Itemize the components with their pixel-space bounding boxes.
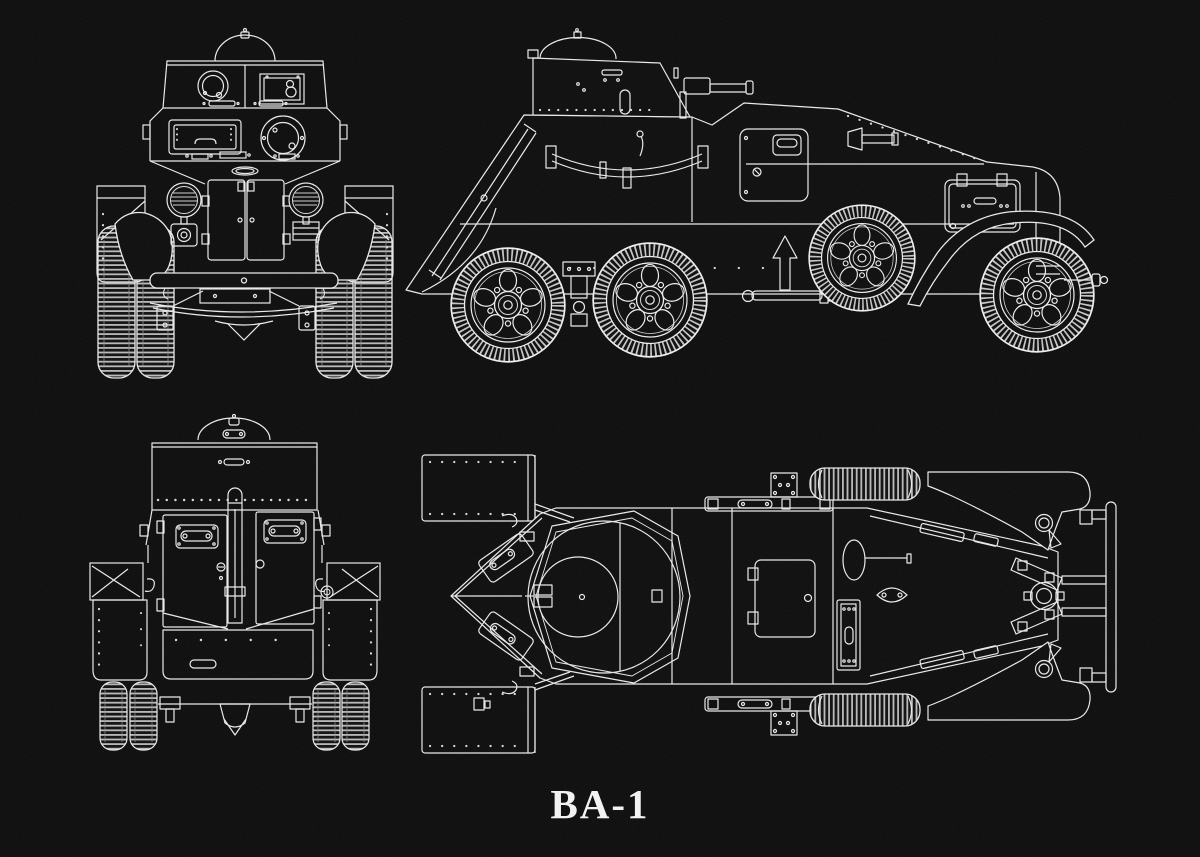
turret-dome-rear [197, 413, 271, 441]
rear-axle [158, 696, 312, 736]
turret-dome [214, 27, 276, 62]
side-view-drawing [405, 28, 1109, 378]
front-view-drawing [95, 27, 395, 379]
fender-bracket-top [1079, 509, 1093, 525]
fender-bracket-bottom [1079, 667, 1093, 683]
page-title: BA-1 [550, 781, 650, 827]
rear-fender-top-plan [421, 454, 536, 528]
rear-door-left [156, 514, 228, 628]
rear-wheels [99, 681, 370, 751]
turret-front [162, 60, 328, 109]
front-bumper [149, 272, 339, 300]
rear-fender-bottom-plan [421, 680, 536, 754]
top-view-drawing [421, 454, 1117, 754]
center-post [224, 487, 246, 624]
front-frame-horns [1061, 575, 1107, 617]
lower-apron [162, 629, 314, 680]
hull-mid-band [142, 107, 348, 162]
front-bumper-plan [1091, 501, 1117, 693]
rear-view-drawing [88, 413, 382, 751]
turret-rear-plate [151, 442, 318, 511]
turret-side [527, 28, 691, 118]
rear-door-right [255, 511, 322, 625]
front-axle-assembly [149, 288, 338, 341]
front-hull [142, 27, 348, 261]
door-crease-lines [162, 608, 315, 630]
